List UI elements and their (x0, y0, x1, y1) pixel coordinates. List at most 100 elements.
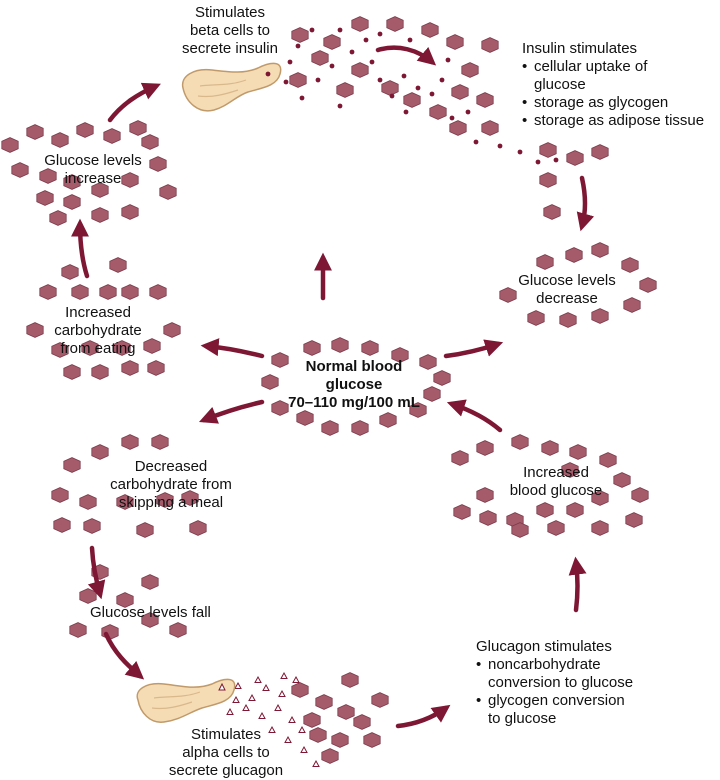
glucose-icon (159, 184, 177, 200)
insulin-icon (517, 149, 523, 155)
insulin-icon (401, 73, 407, 79)
insulin-icon (377, 31, 383, 37)
glucose-icon (479, 510, 497, 526)
glucose-icon (461, 62, 479, 78)
glucagon-icon (234, 681, 242, 689)
glucagon-icon (248, 693, 256, 701)
glucose-icon (116, 592, 134, 608)
glucagon-icon (278, 689, 286, 697)
glucose-icon (91, 207, 109, 223)
glucagon-icon (262, 683, 270, 691)
glucose-icon (143, 338, 161, 354)
glucose-icon (315, 694, 333, 710)
glucose-icon (136, 522, 154, 538)
glucose-icon (391, 347, 409, 363)
glucagon-icon (242, 703, 250, 711)
glucose-icon (156, 492, 174, 508)
glucose-icon (321, 420, 339, 436)
insulin-icon (473, 139, 479, 145)
insulin-icon (415, 85, 421, 91)
glucose-icon (423, 386, 441, 402)
glucose-icon (639, 277, 657, 293)
glucose-icon (539, 172, 557, 188)
glucose-icon (331, 337, 349, 353)
glucose-icon (591, 242, 609, 258)
glucose-decrease-label: Glucose levels decrease (502, 272, 632, 308)
insulin-icon (377, 77, 383, 83)
insulin-effect-item: storage as glycogen (522, 94, 718, 112)
skip-line: carbohydrate from (110, 476, 232, 493)
glucose-icon (613, 472, 631, 488)
increased-blood-glucose-label: Increased blood glucose (496, 464, 616, 500)
glucose-icon (39, 284, 57, 300)
glucose-icon (476, 440, 494, 456)
glucose-icon (113, 340, 131, 356)
glucose-icon (433, 370, 451, 386)
glucose-icon (511, 434, 529, 450)
glucose-icon (543, 204, 561, 220)
glucose-icon (63, 364, 81, 380)
glucose-icon (26, 322, 44, 338)
glucose-icon (363, 732, 381, 748)
glucose-icon (61, 264, 79, 280)
glucose-icon (631, 487, 649, 503)
glucagon-icon (274, 703, 282, 711)
glucagon-icon (298, 725, 306, 733)
glucose-icon (141, 574, 159, 590)
glucose-icon (361, 340, 379, 356)
glucagon-icon (300, 745, 308, 753)
glucose-icon (351, 420, 369, 436)
glucagon-icon (254, 675, 262, 683)
insulin-icon (299, 95, 305, 101)
glucose-icon (566, 502, 584, 518)
insulin-icon (445, 57, 451, 63)
pancreas-icon (181, 62, 282, 112)
glucose-icon (49, 210, 67, 226)
insulin-icon (403, 109, 409, 115)
glucose-icon (149, 156, 167, 172)
glucose-icon (331, 732, 349, 748)
insulin-icon (309, 27, 315, 33)
glucose-icon (599, 452, 617, 468)
glucose-icon (39, 168, 57, 184)
glucose-icon (536, 502, 554, 518)
glucose-icon (291, 682, 309, 698)
glucose-icon (121, 172, 139, 188)
glucose-icon (453, 504, 471, 520)
blood-line: blood glucose (509, 482, 603, 499)
insulin-icon (369, 59, 375, 65)
glucose-icon (536, 254, 554, 270)
glucagon-icon (226, 707, 234, 715)
glucose-icon (63, 194, 81, 210)
glucose-icon (449, 120, 467, 136)
glucose-icon (271, 400, 289, 416)
glucagon-icon (292, 675, 300, 683)
glucose-icon (116, 494, 134, 510)
glucose-icon (569, 444, 587, 460)
skip-line: skipping a meal (118, 494, 224, 511)
glucose-icon (261, 374, 279, 390)
insulin-title: Insulin stimulates (522, 40, 638, 57)
glucose-icon (103, 128, 121, 144)
insulin-icon (407, 37, 413, 43)
glucose-icon (621, 257, 639, 273)
glucose-icon (129, 120, 147, 136)
glucose-icon (151, 434, 169, 450)
glucose-icon (109, 257, 127, 273)
glucose-icon (81, 340, 99, 356)
increased-carb-label: Increased carbohydrate from eating (36, 304, 160, 358)
glucose-icon (591, 308, 609, 324)
arrow-center-to-decrease (443, 339, 504, 359)
glucose-icon (409, 402, 427, 418)
glucose-icon (419, 354, 437, 370)
glucose-icon (99, 284, 117, 300)
alpha-line: secrete glucagon (168, 762, 284, 779)
glucose-icon (141, 134, 159, 150)
glucose-icon (353, 714, 371, 730)
glucose-icon (309, 727, 327, 743)
arrow-glucagon-to-blood (568, 556, 587, 613)
glucose-icon (625, 512, 643, 528)
glucose-icon (11, 162, 29, 178)
